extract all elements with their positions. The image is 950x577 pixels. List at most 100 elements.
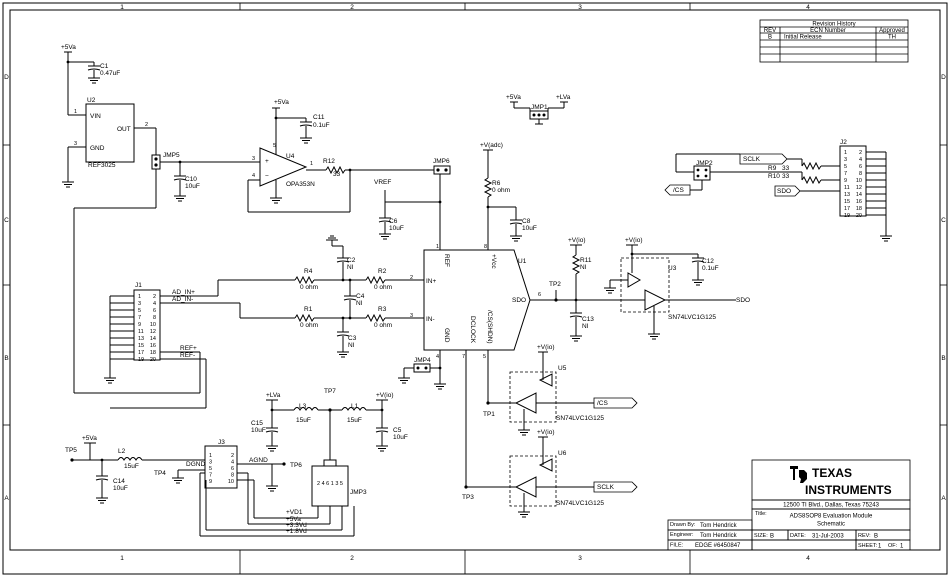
u2-vin: VIN: [90, 113, 101, 120]
jmp5: JMP5 C10 10uF: [73, 152, 260, 394]
c5-ref: C5: [393, 427, 402, 434]
row-label-right-b: B: [941, 355, 945, 362]
j3-v33: +3.3Vd: [286, 522, 307, 529]
power-section: TP5 +5Va L2 15uF C14 10uF TP4 DGND J3 AG…: [65, 388, 408, 537]
jmp1-ref: JMP1: [531, 104, 548, 111]
j1-ref-minus: REF-: [180, 352, 195, 359]
u2-part: REF3025: [88, 162, 116, 169]
jmp1: +5Va +LVa JMP1: [506, 94, 571, 125]
j2-pin-15: 15: [844, 199, 850, 205]
date-value: 31-Jul-2003: [812, 534, 844, 540]
u6-part: SN74LVC1G125: [556, 500, 604, 507]
revision-approved-value: TH: [888, 35, 896, 41]
col-label-top-3: 3: [578, 4, 582, 11]
jmp1-supply-left: +5Va: [506, 94, 521, 101]
c11-value: 0.1uF: [313, 122, 330, 129]
l3-ref: L3: [299, 403, 307, 410]
r3-ref: R3: [378, 306, 387, 313]
col-label-top-4: 4: [806, 4, 810, 11]
j2-pin-19: 19: [844, 213, 850, 219]
u6-buffer: U6 SN74LVC1G125 +V(io) TP3 SCLK: [462, 350, 638, 518]
u2-supply-label: +5Va: [61, 44, 76, 51]
company-name-line2: INSTRUMENTS: [805, 483, 892, 497]
u2-pin2: 2: [145, 122, 148, 128]
u1-adc: U1 IN+ IN- SDO REF +Vcc GND DCLOCK /CS(S…: [410, 244, 580, 390]
l1-value: 15uF: [347, 417, 362, 424]
u3-buffer: U3 SN74LVC1G125 SDO +V(io) C12 0.1uF: [603, 237, 750, 340]
revision-header-ecn: ECN Number: [810, 28, 846, 34]
cs-net-label: /CS: [597, 400, 609, 407]
u4-pin1: 1: [310, 161, 313, 167]
j3-vd1: +VD1: [286, 509, 303, 516]
date-label: DATE:: [790, 533, 806, 539]
j3-pin-1: 1: [209, 453, 212, 459]
drawn-by-value: Tom Hendrick: [700, 523, 738, 529]
revision-history-table: Revision History REV ECN Number Approved…: [759, 19, 909, 63]
u3-supply-label: +V(io): [625, 237, 643, 244]
r4-ref: R4: [304, 268, 313, 275]
j3-pin-5: 5: [209, 466, 212, 472]
r6-value: 0 ohm: [492, 187, 510, 194]
r11-ref: R11: [580, 257, 592, 264]
u1-pin1: 1: [436, 244, 439, 250]
u4-supply-label: +5Va: [274, 99, 289, 106]
c10-value: 10uF: [185, 183, 200, 190]
u2-pin3: 3: [74, 141, 77, 147]
ti-logo-icon: [790, 466, 807, 483]
svg-text:+: +: [265, 158, 269, 165]
row-label-right-a: A: [941, 495, 946, 502]
j1-pin-3: 3: [138, 301, 141, 307]
j2-pin-9: 9: [844, 178, 847, 184]
j1-pin-9: 9: [138, 322, 141, 328]
j1-pin-13: 13: [138, 336, 144, 342]
u3-ref: U3: [668, 265, 677, 272]
j3-pin-9: 9: [209, 479, 212, 485]
engineer-label: Engineer:: [670, 532, 694, 538]
title-line1: ADS8SOP8 Evaluation Module: [790, 514, 873, 520]
of-label: OF:: [888, 543, 898, 549]
jmp2-ref: JMP2: [696, 160, 713, 167]
tp1-label: TP1: [483, 411, 495, 418]
j1-pin-20: 20: [150, 357, 156, 363]
j3-pin-8: 8: [231, 473, 234, 479]
r9-ref: R9: [768, 165, 777, 172]
c2-block: C2 NI: [326, 235, 356, 280]
border-ticks: [3, 3, 947, 574]
j3-dgnd: DGND: [186, 461, 205, 468]
size-value: B: [770, 534, 774, 540]
j2-pin-16: 16: [856, 199, 862, 205]
jmp1-supply-right: +LVa: [556, 94, 571, 101]
vref-label: VREF: [374, 179, 391, 186]
u1-pin4: 4: [436, 354, 439, 360]
c12-ref: C12: [702, 258, 714, 265]
r2-value: 0 ohm: [374, 284, 392, 291]
j2-pin-20: 20: [856, 213, 862, 219]
u1-vcc-pin: +Vcc: [490, 254, 497, 269]
sheet-label: SHEET:: [858, 543, 878, 549]
jmp5-ref: JMP5: [163, 152, 180, 159]
u1-pin3: 3: [410, 313, 413, 319]
c14-ref: C14: [113, 478, 125, 485]
c1-ref: C1: [100, 63, 109, 70]
rev-value: B: [874, 534, 878, 540]
j2-pin-3: 3: [844, 157, 847, 163]
title-label: Title:: [755, 511, 767, 517]
j2-pin-13: 13: [844, 192, 850, 198]
revision-header-rev: REV: [764, 28, 776, 34]
u1-pin2: 2: [410, 275, 413, 281]
u2-pin1: 1: [74, 109, 77, 115]
u2-out: OUT: [117, 126, 131, 133]
tp2-label: TP2: [549, 281, 561, 288]
j3-agnd: AGND: [249, 457, 268, 464]
r3-value: 0 ohm: [374, 322, 392, 329]
u1-cs-pin: /CS(SHDN): [486, 310, 493, 344]
u4-part: OPA353N: [286, 181, 315, 188]
r11-supply-label: +V(io): [568, 237, 586, 244]
c15-value: 10uF: [251, 427, 266, 434]
c6-ref: C6: [389, 218, 398, 225]
tp5-supply-label: +5Va: [82, 435, 97, 442]
j2-ref: J2: [840, 139, 847, 146]
j2-pin-6: 6: [859, 164, 862, 170]
in-minus-path: R1 0 ohm R3 0 ohm C3 NI: [240, 306, 424, 358]
